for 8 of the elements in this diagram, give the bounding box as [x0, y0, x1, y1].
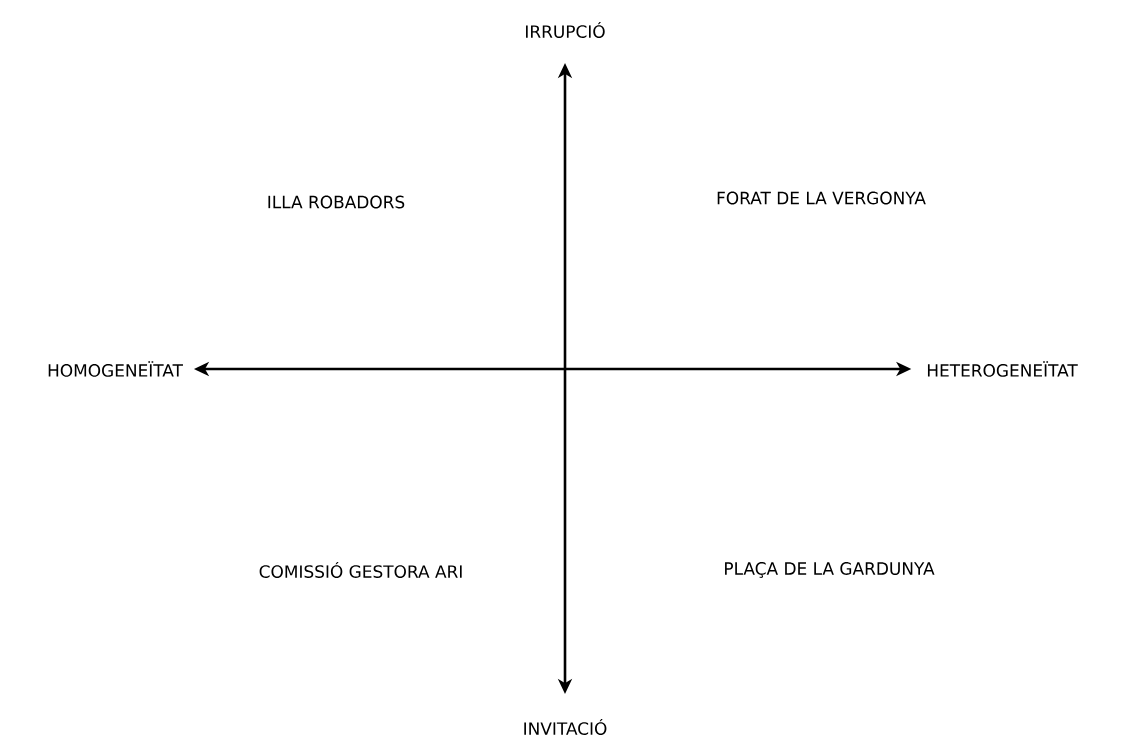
- quadrant-label: COMISSIÓ GESTORA ARI: [259, 562, 462, 578]
- quadrant-label: PLAÇA DE LA GARDUNYA: [725, 562, 935, 578]
- axis-label: HETEROGENEÏTAT: [927, 361, 1078, 377]
- axis-label: INVITACIÓ: [524, 719, 607, 735]
- quadrant-label: ILLA ROBADORS: [268, 195, 405, 209]
- axis-label: HOMOGENEÏTAT: [48, 361, 183, 377]
- quadrant-label: FORAT DE LA VERGONYA: [717, 191, 926, 205]
- axis-label: IRRUPCIÓ: [526, 22, 605, 38]
